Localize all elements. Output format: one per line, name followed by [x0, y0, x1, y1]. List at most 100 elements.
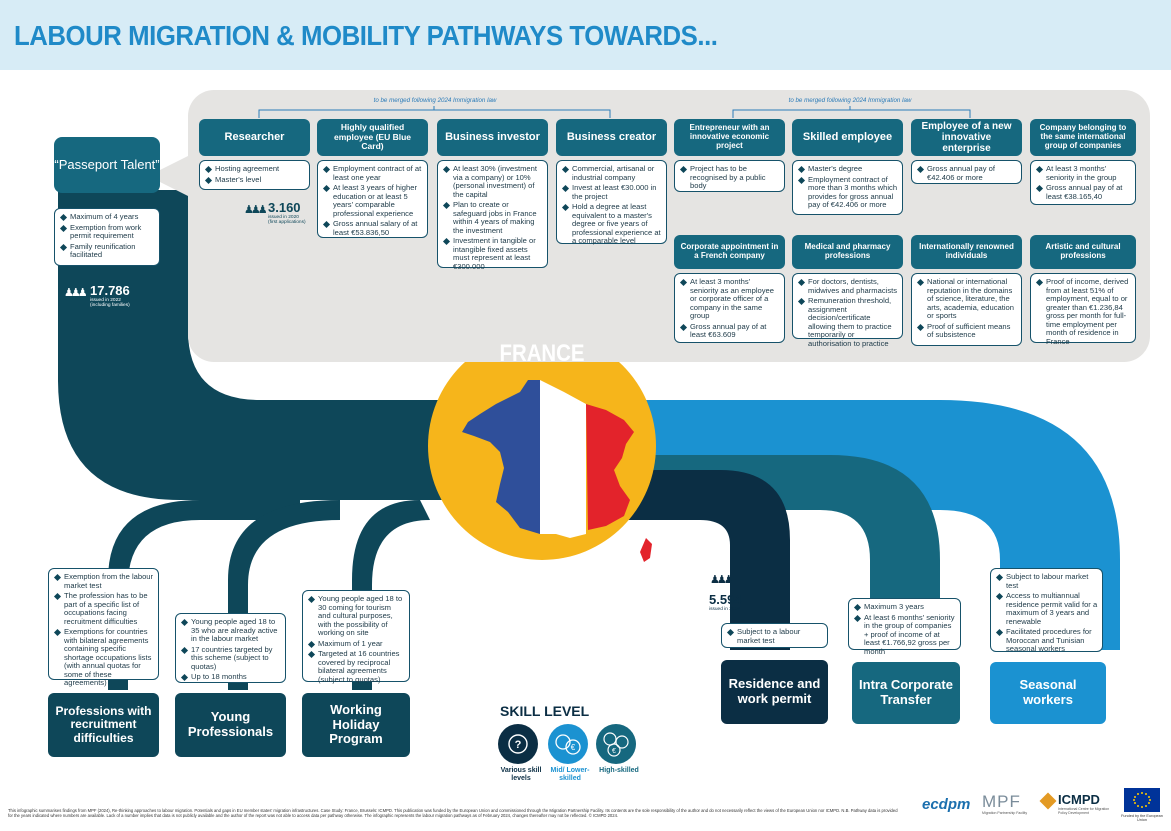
country-label: FRANCE [499, 340, 585, 367]
professions-item: Exemption from the labour market test [54, 572, 154, 590]
passeport-stat-sub: issued in 2022 [90, 298, 121, 303]
renowned-title: Internationally renowned individuals [911, 235, 1022, 269]
ecdpm-logo: ecdpm [922, 796, 971, 813]
eu-logo-sub: Funded by the European Union [1121, 814, 1163, 822]
company-group-title: Company belonging to the same internatio… [1030, 119, 1136, 156]
investor-item: Investment in tangible or intangible fix… [443, 236, 543, 271]
residence-stat-sub: issued in 2019 [709, 607, 740, 612]
header-band: LABOUR MIGRATION & MOBILITY PATHWAYS TOW… [0, 0, 1171, 70]
eu-stars-icon [1133, 792, 1151, 808]
whp-details: Young people aged 18 to 30 coming for to… [302, 590, 410, 683]
entrepreneur-details: Project has to be recognised by a public… [674, 160, 785, 192]
passeport-stat-num: 17.786 [90, 283, 130, 298]
company-group-details: At least 3 months' seniority in the grou… [1030, 160, 1136, 205]
researcher-stat-sub: issued in 2020 [268, 215, 299, 220]
young-item: Young people aged 18 to 35 who are alrea… [181, 617, 281, 644]
passeport-item: Maximum of 4 years [60, 212, 155, 222]
artistic-details: Proof of income, derived from at least 5… [1030, 273, 1136, 346]
company-group-item: At least 3 months' seniority in the grou… [1036, 164, 1131, 182]
creator-item: Invest at least €30.000 in the project [562, 183, 662, 201]
researcher-details: Hosting agreement Master's level [199, 160, 310, 190]
page-title: LABOUR MIGRATION & MOBILITY PATHWAYS TOW… [14, 20, 718, 51]
young-branch [228, 500, 340, 690]
professions-details: Exemption from the labour market test Th… [48, 568, 159, 687]
legend-mid-label: Mid/ Lower-skilled [550, 767, 590, 782]
legend-various-label: Various skill levels [500, 767, 542, 782]
corporate-details: At least 3 months' seniority as an emplo… [674, 273, 785, 343]
euro-coins-icon-mid: € [548, 724, 588, 764]
france-map [462, 380, 652, 562]
skill-legend-icons: ? € € [498, 724, 636, 764]
seasonal-item: Access to multiannual residence permit v… [996, 591, 1098, 626]
blue-card-title: Highly qualified employee (EU Blue Card) [317, 119, 428, 156]
researcher-item: Hosting agreement [205, 164, 305, 174]
mpf-logo-sub: Migration Partnership Facility [982, 811, 1028, 815]
skilled-item: Employment contract of more than 3 month… [798, 175, 898, 210]
passeport-item: Family reunification facilitated [60, 242, 155, 260]
renowned-details: National or international reputation in … [911, 273, 1022, 346]
svg-text:?: ? [515, 739, 522, 751]
young-item: Up to 18 months [181, 672, 281, 682]
passeport-stat: 17.786 issued in 2022 (including familie… [90, 283, 130, 309]
skilled-details: Master's degree Employment contract of m… [792, 160, 903, 215]
svg-text:€: € [571, 743, 576, 752]
passeport-stat-sub2: (including families) [90, 303, 130, 309]
young-details: Young people aged 18 to 35 who are alrea… [175, 613, 286, 683]
professions-item: The profession has to be part of a speci… [54, 591, 154, 626]
investor-item: Plan to create or safeguard jobs in Fran… [443, 200, 543, 235]
blue-card-details: Employment contract of at least one year… [317, 160, 428, 238]
researcher-item: Master's level [205, 175, 305, 185]
young-title: Young Professionals [175, 693, 286, 757]
renowned-item: Proof of sufficient means of subsistence [917, 322, 1017, 340]
researcher-stat-sub2: (first applications) [268, 220, 306, 226]
people-icon: ♟♟♟ [64, 287, 88, 299]
people-icon: ♟♟♟ [244, 204, 268, 216]
creator-item: Hold a degree at least equivalent to a m… [562, 202, 662, 246]
medical-item: Remuneration threshold, assignment decis… [798, 296, 898, 348]
whp-item: Young people aged 18 to 30 coming for to… [308, 594, 405, 638]
investor-item: At least 30% (investment via a company) … [443, 164, 543, 199]
creator-details: Commercial, artisanal or industrial comp… [556, 160, 667, 246]
passeport-details: Maximum of 4 years Exemption from work p… [54, 208, 160, 266]
residence-details: Subject to a labour market test [721, 623, 828, 648]
seasonal-details: Subject to labour market test Access to … [990, 568, 1103, 654]
ict-title: Intra Corporate Transfer [852, 662, 960, 724]
eu-flag-icon [1124, 788, 1160, 812]
passeport-title: “Passeport Talent” [54, 137, 160, 193]
skill-legend-title: SKILL LEVEL [500, 703, 590, 719]
ict-item: At least 6 months' seniority in the grou… [854, 613, 956, 657]
innovative-item: Gross annual pay of €42.406 or more [917, 164, 1017, 182]
corporate-item: At least 3 months' seniority as an emplo… [680, 277, 780, 321]
professions-title: Professions with recruitment difficultie… [48, 693, 159, 757]
investor-title: Business investor [437, 119, 548, 156]
skilled-item: Master's degree [798, 164, 898, 174]
blue-card-item: At least 3 years of higher education or … [323, 183, 423, 218]
professions-item: Exemptions for countries with bilateral … [54, 627, 154, 688]
blue-card-item: Employment contract of at least one year [323, 164, 423, 182]
innovative-details: Gross annual pay of €42.406 or more [911, 160, 1022, 184]
residence-stat-num: 5.594 [709, 592, 742, 607]
young-item: 17 countries targeted by this scheme (su… [181, 645, 281, 672]
passeport-pointer [148, 156, 188, 196]
icmpd-logo-sub: International Centre for Migration Polic… [1058, 807, 1110, 815]
medical-details: For doctors, dentists, midwives and phar… [792, 273, 903, 347]
residence-stat: 5.594 issued in 2019 [709, 592, 742, 612]
seasonal-item: Facilitated procedures for Moroccan and … [996, 627, 1098, 654]
people-icon: ♟♟♟ [710, 574, 734, 586]
whp-item: Maximum of 1 year [308, 639, 405, 649]
artistic-item: Proof of income, derived from at least 5… [1036, 277, 1131, 346]
svg-text:€: € [612, 748, 616, 755]
investor-details: At least 30% (investment via a company) … [437, 160, 548, 271]
renowned-item: National or international reputation in … [917, 277, 1017, 321]
ict-details: Maximum 3 years At least 6 months' senio… [848, 598, 961, 655]
seasonal-item: Subject to labour market test [996, 572, 1098, 590]
entrepreneur-title: Entrepreneur with an innovative economic… [674, 119, 785, 156]
medical-title: Medical and pharmacy professions [792, 235, 903, 269]
residence-title: Residence and work permit [721, 660, 828, 724]
footer-note: This infographic summarises findings fro… [8, 808, 898, 819]
passeport-item: Exemption from work permit requirement [60, 223, 155, 241]
medical-item: For doctors, dentists, midwives and phar… [798, 277, 898, 295]
